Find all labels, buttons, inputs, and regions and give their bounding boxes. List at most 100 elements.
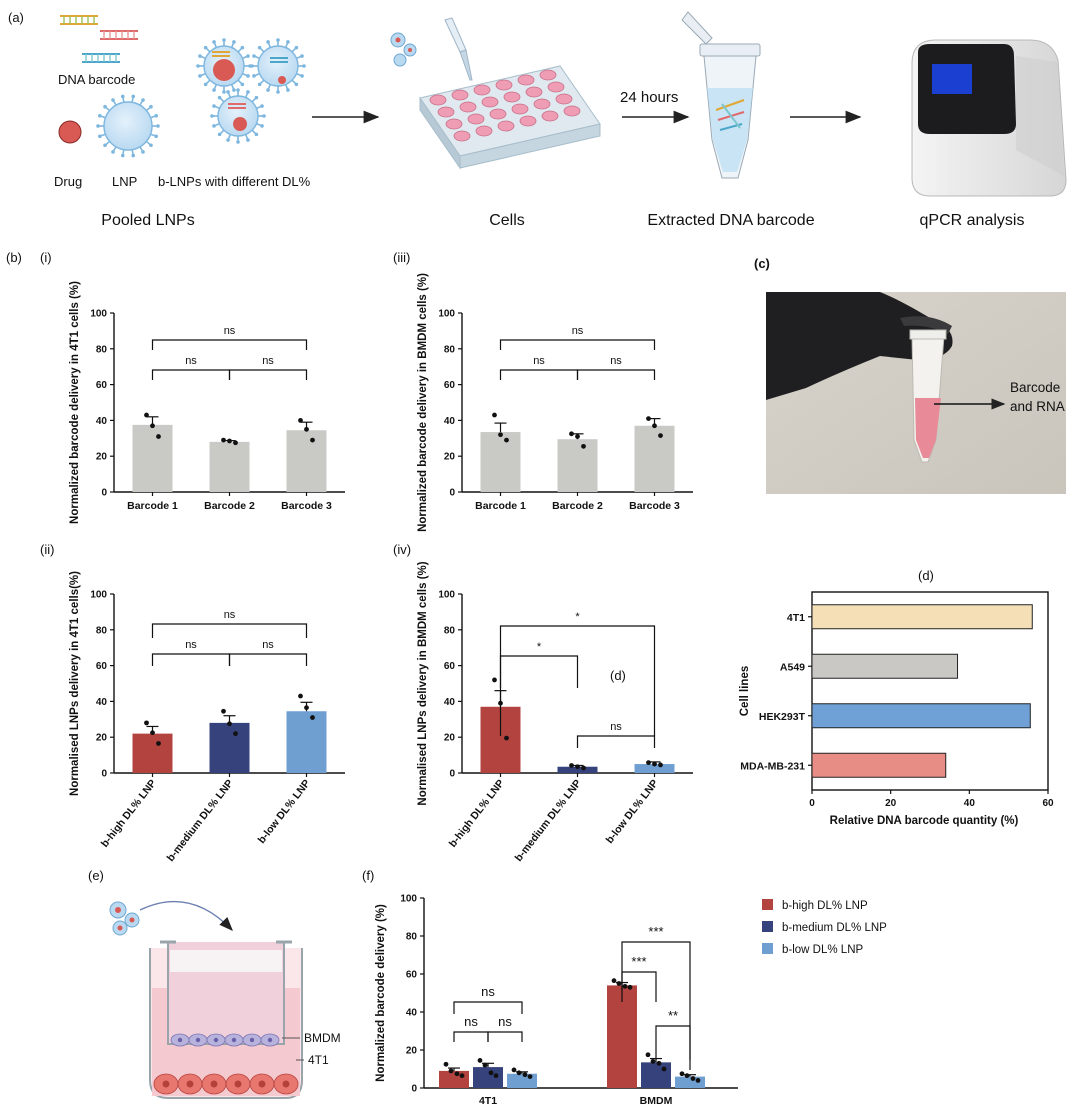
y-tick-label: 100	[90, 590, 107, 601]
data-point	[221, 437, 226, 443]
y-tick-label: 20	[96, 733, 108, 744]
y-tick-label: 60	[406, 970, 418, 981]
drug-icon	[58, 120, 82, 144]
lnp-spike-tip	[149, 143, 153, 148]
y-tick-label: 60	[96, 380, 108, 391]
drug-core	[233, 117, 247, 131]
lnp-body	[103, 101, 153, 151]
significance-label: ns	[185, 639, 197, 651]
lnp-spike-tip	[131, 94, 136, 99]
lnp-spike-tip	[222, 90, 226, 94]
data-point	[611, 978, 617, 984]
caption-extracted-barcode: Extracted DNA barcode	[647, 212, 814, 229]
x-tick-label: b-medium DL% LNP	[513, 777, 584, 863]
y-tick-label: 20	[444, 452, 456, 463]
bar	[209, 722, 250, 773]
lnp-spike-tip	[103, 104, 107, 109]
panel-b-letter: (b)	[6, 250, 22, 265]
data-point	[652, 423, 657, 429]
lnp-spike-tip	[96, 124, 100, 128]
significance-label: ns	[224, 609, 236, 621]
lnp-spike-tip	[286, 88, 290, 92]
well	[467, 113, 485, 125]
bar	[811, 604, 1033, 630]
well	[437, 106, 455, 118]
lnp-small-icon	[109, 901, 140, 936]
bar	[641, 1062, 671, 1088]
lnp-spike-tip	[222, 38, 226, 42]
drug-core	[278, 76, 286, 84]
y-axis-title: Normalized barcode delivery (%)	[375, 904, 387, 1082]
lnp-spike-tip	[203, 45, 208, 50]
y-tick-label: 80	[444, 344, 456, 355]
pipette-icon	[390, 17, 473, 81]
data-point	[522, 1072, 528, 1078]
panel-a-diagram: (a)	[8, 10, 1067, 229]
panel-c-letter: (c)	[754, 256, 770, 271]
panel-b-iv-letter: (iv)	[393, 542, 411, 557]
significance-label: ***	[631, 954, 646, 969]
4t1-nucleus	[186, 1080, 194, 1088]
lnp-spike-tip	[232, 40, 236, 44]
lnp-spike-tip	[217, 95, 222, 100]
significance-label: ns	[572, 325, 584, 337]
lnp-spike-tip	[252, 54, 256, 58]
tube-icon	[681, 11, 761, 179]
lnp-spike-tip	[154, 134, 158, 139]
data-point	[227, 721, 232, 727]
data-point	[156, 434, 161, 439]
y-tick-label: 0	[101, 769, 107, 780]
bar	[634, 425, 675, 492]
lnp-spike-tip	[236, 88, 240, 92]
data-point	[569, 431, 574, 437]
data-point	[581, 443, 586, 449]
lnp-spike-tip	[300, 74, 304, 78]
lnp-spike-tip	[246, 74, 250, 78]
lnp-spike-tip	[111, 150, 115, 154]
data-point	[443, 1061, 449, 1067]
lnp-spike-tip	[236, 140, 240, 144]
data-point	[310, 437, 315, 443]
significance-bracket	[499, 369, 579, 380]
data-point	[658, 762, 663, 768]
bmdm-nucleus	[213, 1037, 219, 1043]
bmdm-nucleus	[195, 1037, 201, 1043]
y-tick-label: 20	[406, 1046, 418, 1057]
data-point	[616, 981, 622, 986]
x-tick-label: 4T1	[479, 1095, 497, 1107]
qpcr-machine-icon	[911, 39, 1067, 197]
data-point	[298, 418, 303, 423]
significance-label: *	[575, 611, 580, 623]
significance-label: **	[668, 1008, 678, 1023]
significance-bracket	[453, 1031, 489, 1042]
bar	[811, 703, 1031, 729]
panel-d-letter: (d)	[918, 568, 934, 583]
bar	[439, 1070, 469, 1088]
lnp-spike-tip	[212, 104, 216, 108]
caption-qpcr: qPCR analysis	[920, 212, 1025, 229]
well	[445, 118, 463, 130]
lnp-spike-tip	[246, 54, 250, 58]
data-point	[679, 1071, 685, 1077]
well	[495, 79, 513, 91]
significance-bracket	[487, 1031, 523, 1042]
significance-bracket	[453, 1001, 523, 1014]
x-axis-title: Relative DNA barcode quantity (%)	[830, 815, 1019, 827]
bar	[811, 752, 947, 778]
data-point	[221, 708, 226, 714]
significance-bracket	[151, 623, 308, 638]
legend-swatch	[762, 921, 773, 932]
lnp-spike-tip	[240, 45, 245, 50]
well	[547, 81, 565, 93]
transwell-diagram: BMDM 4T1	[109, 900, 341, 1099]
well-plate-icon	[419, 65, 601, 170]
significance-label: ns	[262, 355, 274, 367]
photo-label-line2: and RNA	[1010, 399, 1065, 414]
bar	[286, 430, 327, 492]
bar	[473, 1067, 503, 1088]
y-tick-label: 20	[96, 452, 108, 463]
well	[459, 101, 477, 113]
significance-bracket	[151, 339, 308, 350]
y-tick-label: 20	[444, 733, 456, 744]
data-point	[459, 1073, 465, 1079]
